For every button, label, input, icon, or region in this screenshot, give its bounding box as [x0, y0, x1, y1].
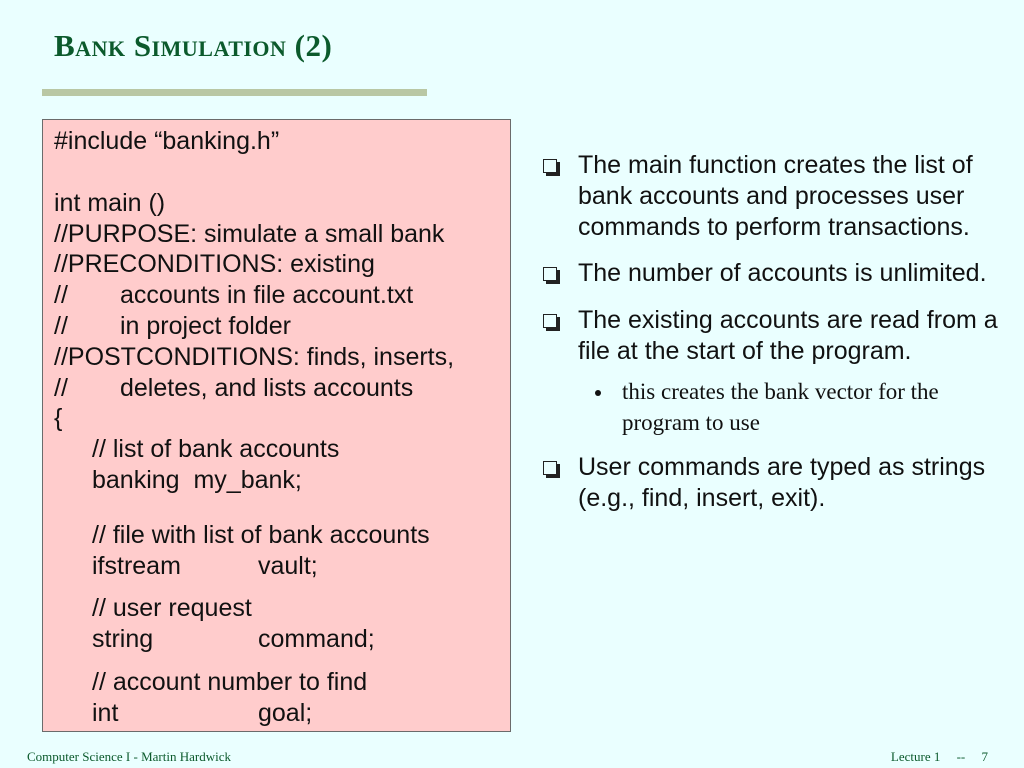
code-comment-marker: // — [54, 281, 68, 310]
code-text: accounts in file account.txt — [120, 281, 414, 310]
code-line: banking my_bank; — [92, 465, 302, 494]
code-line: string command; — [54, 624, 510, 655]
bullet-item: The main function creates the list of ba… — [540, 150, 1000, 242]
footer-lecture: Lecture 1 -- 7 — [890, 749, 988, 764]
code-line: // file with list of bank accounts — [92, 520, 430, 549]
code-line: int main () — [54, 188, 166, 217]
footer-course: Computer Science I - Martin Hardwick — [27, 749, 231, 764]
code-text: deletes, and lists accounts — [120, 373, 414, 402]
dot-bullet-icon — [595, 389, 601, 396]
title-underline — [42, 89, 427, 96]
code-comment-marker: // — [54, 311, 68, 340]
code-line: // deletes, and lists accounts — [54, 373, 510, 404]
code-line: #include “banking.h” — [54, 127, 280, 155]
code-listing: #include “banking.h” int main () //PURPO… — [42, 119, 511, 732]
slide-title: Bank Simulation (2) — [54, 28, 333, 63]
code-type: int — [92, 698, 119, 727]
code-blank — [54, 157, 510, 188]
code-line: // account number to find — [92, 667, 368, 696]
code-type: string — [92, 625, 154, 654]
code-line: // user request — [92, 594, 252, 623]
code-comment-marker: // — [54, 373, 68, 402]
bullet-item: User commands are typed as strings (e.g.… — [540, 452, 1000, 514]
code-var: goal; — [258, 698, 313, 727]
bullet-item: The existing accounts are read from a fi… — [540, 305, 1000, 367]
sub-bullet-text: this creates the bank vector for the pro… — [622, 378, 939, 435]
code-line: // accounts in file account.txt — [54, 280, 510, 311]
code-line: //POSTCONDITIONS: finds, inserts, — [54, 342, 455, 371]
code-var: command; — [258, 625, 375, 654]
code-line: //PURPOSE: simulate a small bank — [54, 219, 445, 248]
code-line: int goal; — [54, 698, 510, 729]
square-bullet-icon — [543, 314, 557, 329]
code-type: ifstream — [92, 551, 181, 580]
code-line: // in project folder — [54, 311, 510, 342]
code-var: vault; — [258, 551, 318, 580]
bullet-text: The existing accounts are read from a fi… — [578, 306, 998, 365]
bullet-text: The main function creates the list of ba… — [578, 151, 973, 241]
code-blank — [54, 496, 510, 520]
code-line: // list of bank accounts — [92, 435, 340, 464]
code-text: in project folder — [120, 311, 291, 340]
sub-bullet-item: this creates the bank vector for the pro… — [540, 377, 1000, 439]
code-line: //PRECONDITIONS: existing — [54, 250, 375, 279]
bullet-text: User commands are typed as strings (e.g.… — [578, 453, 986, 513]
square-bullet-icon — [543, 159, 557, 173]
bullet-item: The number of accounts is unlimited. — [540, 258, 1000, 289]
square-bullet-icon — [543, 461, 557, 476]
code-line: ifstream vault; — [54, 551, 510, 582]
code-gap — [54, 655, 510, 667]
code-line: { — [54, 404, 63, 433]
code-gap — [54, 581, 510, 593]
bullet-list: The main function creates the list of ba… — [540, 150, 1000, 530]
bullet-text: The number of accounts is unlimited. — [578, 259, 987, 288]
square-bullet-icon — [543, 267, 557, 282]
